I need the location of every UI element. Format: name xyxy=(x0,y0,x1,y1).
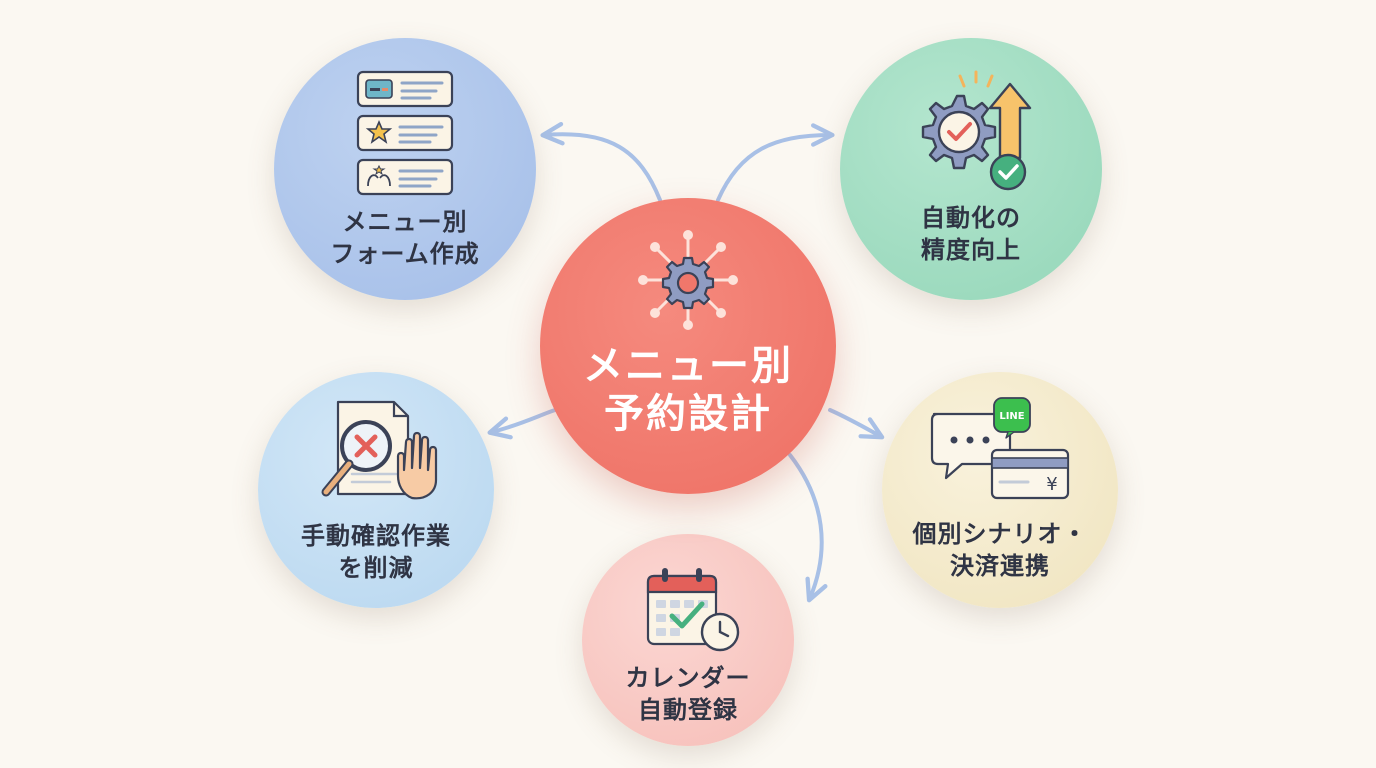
node-manual-line1: 手動確認作業 xyxy=(301,522,451,550)
node-scenario-label: 個別シナリオ・ 決済連携 xyxy=(890,518,1110,582)
arrow-to-scenario xyxy=(828,408,885,440)
node-manual-label: 手動確認作業 を削減 xyxy=(276,520,476,584)
center-line2: 予約設計 xyxy=(604,391,772,437)
magnifier-cancel-hand-icon xyxy=(321,400,438,500)
center-label: メニュー別 予約設計 xyxy=(548,342,828,438)
node-automation-circle xyxy=(840,38,1102,300)
gear-check-arrow-icon xyxy=(921,70,1032,191)
chat-card-icon: LINE ¥ xyxy=(930,397,1070,500)
calendar-clock-icon xyxy=(646,568,740,652)
node-calendar-label: カレンダー 自動登録 xyxy=(588,662,788,726)
gear-network-icon xyxy=(638,230,738,330)
arrow-to-automation xyxy=(716,123,835,202)
arrow-to-manual xyxy=(487,408,557,440)
node-form-line2: フォーム作成 xyxy=(330,240,480,268)
yen-symbol: ¥ xyxy=(1046,474,1057,495)
node-form-label: メニュー別 フォーム作成 xyxy=(295,206,515,270)
node-manual-line2: を削減 xyxy=(338,554,414,582)
node-scenario-line2: 決済連携 xyxy=(950,552,1050,580)
form-list-icon xyxy=(356,70,454,196)
center-line1: メニュー別 xyxy=(583,343,793,389)
arrow-to-calendar xyxy=(788,453,828,603)
node-form-line1: メニュー別 xyxy=(342,208,468,236)
arrow-to-form xyxy=(540,121,662,202)
node-automation-line2: 精度向上 xyxy=(921,236,1021,264)
node-calendar-line1: カレンダー xyxy=(625,664,751,692)
node-automation-label: 自動化の 精度向上 xyxy=(861,202,1081,266)
node-calendar-line2: 自動登録 xyxy=(638,696,738,724)
node-automation-line1: 自動化の xyxy=(921,204,1021,232)
line-badge-text: LINE xyxy=(999,411,1024,422)
node-scenario-line1: 個別シナリオ・ xyxy=(912,520,1088,548)
